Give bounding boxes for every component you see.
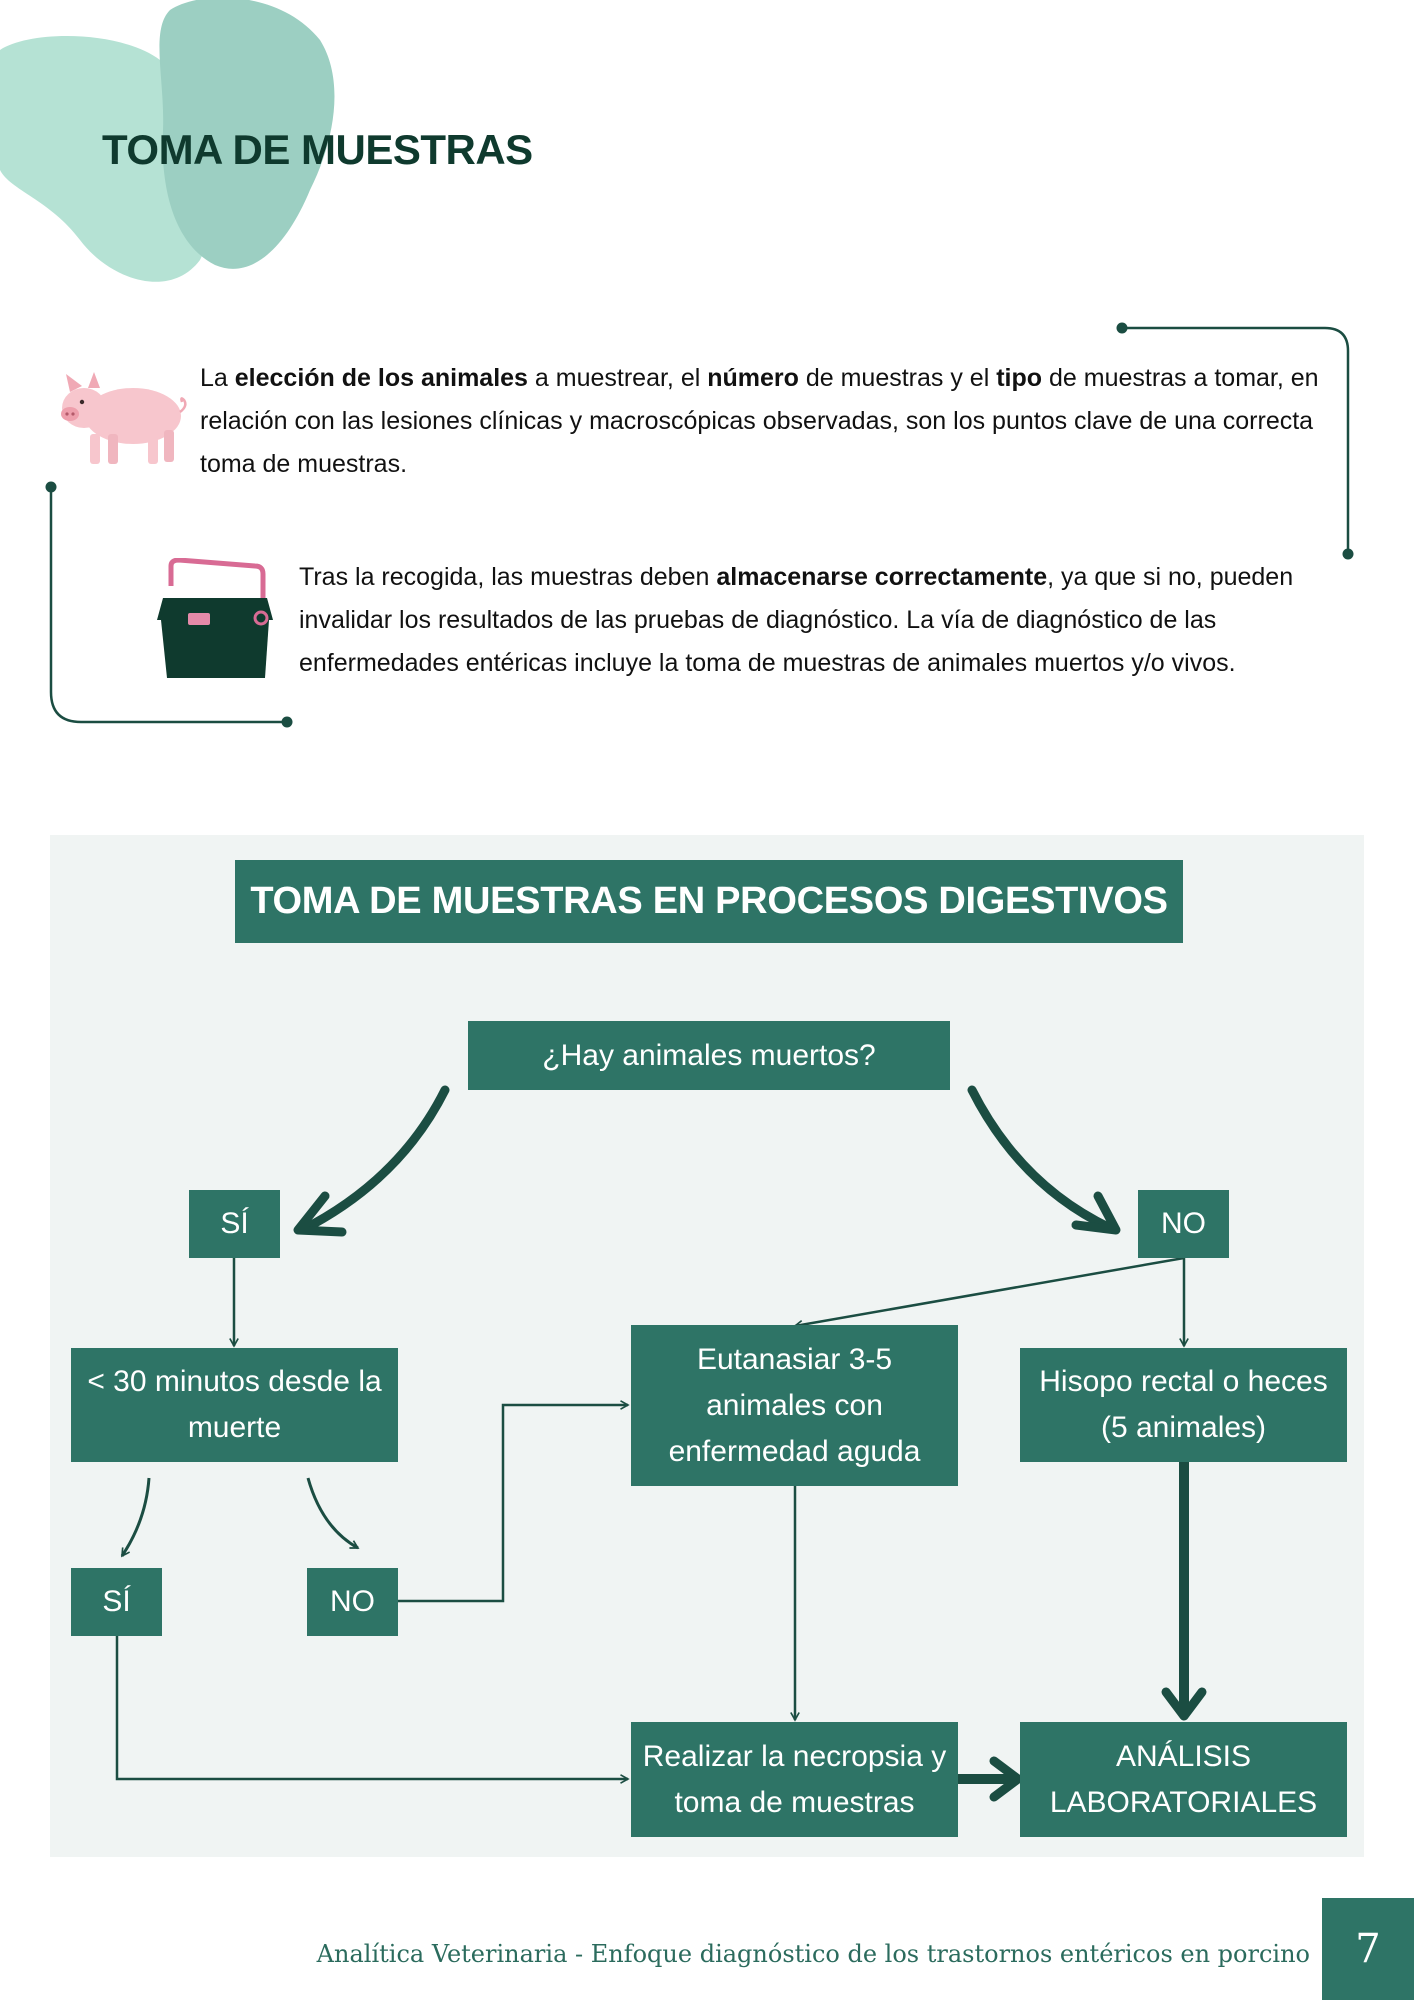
page-title: TOMA DE MUESTRAS	[102, 126, 533, 173]
node-question-text: ¿Hay animales muertos?	[542, 1038, 876, 1072]
p2-text-2: , ya que si no, pueden invalidar los res…	[299, 563, 1294, 677]
pig-icon	[61, 372, 187, 464]
intro-paragraph-2: Tras la recogida, las muestras deben alm…	[299, 556, 1329, 685]
node-si-2: SÍ	[71, 1568, 162, 1636]
node-necropsy: Realizar la necropsia y toma de muestras	[631, 1722, 958, 1837]
node-euth-line-1: Eutanasiar 3-5	[696, 1342, 893, 1376]
node-rectal-swab: Hisopo rectal o heces (5 animales)	[1020, 1348, 1347, 1462]
node-euthanize: Eutanasiar 3-5 animales con enfermedad a…	[631, 1325, 958, 1486]
node-si: SÍ	[189, 1190, 280, 1258]
node-necro-line-1: Realizar la necropsia y	[642, 1739, 947, 1773]
node-euth-line-3: enfermedad aguda	[668, 1434, 921, 1468]
p1-text-3: de muestras y el	[798, 364, 997, 392]
p1-bold-animals: elección de los animales	[234, 364, 528, 392]
node-no-2: NO	[307, 1568, 398, 1636]
node-less-30-minutes: < 30 minutos desde la muerte	[71, 1348, 398, 1462]
node-no: NO	[1138, 1190, 1229, 1258]
node-lab-line-2: LABORATORIALES	[1049, 1785, 1318, 1819]
node-swab-line-1: Hisopo rectal o heces	[1039, 1365, 1328, 1398]
node-si-text: SÍ	[220, 1207, 249, 1240]
decorative-blobs	[0, 0, 335, 282]
intro-paragraph-1: La elección de los animales a muestrear,…	[200, 357, 1320, 486]
node-question-dead-animals: ¿Hay animales muertos?	[468, 1021, 950, 1090]
p1-text-1: La	[200, 364, 235, 392]
flowchart-title: TOMA DE MUESTRAS EN PROCESOS DIGESTIVOS	[235, 860, 1183, 943]
node-no-text: NO	[1161, 1207, 1206, 1240]
p1-bold-numero: número	[707, 364, 799, 392]
p1-text-2: a muestrear, el	[527, 364, 708, 392]
p1-bold-tipo: tipo	[996, 364, 1043, 392]
node-lab-analysis: ANÁLISIS LABORATORIALES	[1020, 1722, 1347, 1837]
p1-text-4: de muestras a tomar, en relación con las…	[200, 364, 1319, 478]
p2-text-1: Tras la recogida, las muestras deben	[299, 563, 717, 591]
footer-text: Analítica Veterinaria - Enfoque diagnóst…	[316, 1940, 1310, 1968]
node-lab-line-1: ANÁLISIS	[1115, 1739, 1252, 1773]
cooler-box-icon	[157, 558, 273, 678]
node-si2-text: SÍ	[102, 1585, 131, 1618]
p2-bold-almacenarse: almacenarse correctamente	[716, 563, 1048, 591]
node-necro-line-2: toma de muestras	[674, 1785, 915, 1819]
node-swab-line-2: (5 animales)	[1100, 1411, 1267, 1444]
node-euth-line-2: animales con	[706, 1388, 883, 1422]
node-thirty-line-1: < 30 minutos desde la	[87, 1365, 382, 1398]
page-number: 7	[1322, 1898, 1414, 2000]
node-no2-text: NO	[330, 1585, 375, 1618]
node-thirty-line-2: muerte	[187, 1411, 282, 1444]
